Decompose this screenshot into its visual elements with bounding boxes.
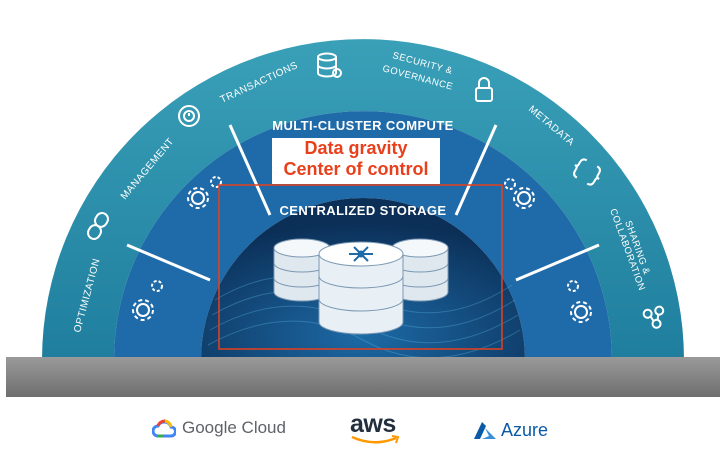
link-icon bbox=[87, 212, 109, 240]
callout-box: Data gravity Center of control bbox=[272, 138, 440, 184]
middle-ring-title: MULTI-CLUSTER COMPUTE bbox=[272, 118, 453, 133]
metadata-braces-icon bbox=[573, 158, 601, 186]
middle-ring-separators bbox=[126, 124, 600, 282]
gear-icon bbox=[567, 280, 592, 323]
highlight-frame bbox=[218, 184, 503, 350]
storage-title: CENTRALIZED STORAGE bbox=[280, 203, 447, 218]
cloud-provider-logos: Google Cloud aws Azure bbox=[0, 408, 726, 458]
azure-icon bbox=[474, 421, 496, 439]
google-cloud-icon bbox=[152, 419, 176, 438]
snowflake-icon bbox=[349, 246, 373, 262]
aws-label: aws bbox=[350, 410, 396, 438]
sharing-nodes-icon bbox=[642, 305, 665, 329]
base-platform bbox=[6, 357, 720, 397]
outer-ring bbox=[42, 39, 684, 361]
snowflake-database-icon bbox=[318, 241, 404, 335]
database-icon bbox=[317, 52, 342, 78]
azure-logo: Azure bbox=[474, 420, 548, 441]
aws-logo: aws bbox=[350, 410, 402, 445]
storage-cylinders bbox=[273, 238, 449, 335]
middle-ring bbox=[114, 111, 612, 360]
azure-label: Azure bbox=[501, 420, 549, 440]
callout-line-1: Data gravity bbox=[304, 138, 408, 158]
callout-line-2: Center of control bbox=[283, 159, 429, 179]
timer-gear-icon bbox=[178, 105, 200, 127]
aws-smile-icon bbox=[351, 435, 400, 444]
google-cloud-label: Google Cloud bbox=[182, 418, 286, 437]
gear-icon bbox=[187, 176, 222, 209]
google-cloud-logo: Google Cloud bbox=[152, 418, 286, 438]
outer-ring-title: CLOUD SERVICES bbox=[297, 24, 428, 40]
database-icon bbox=[391, 238, 449, 302]
gear-icon bbox=[132, 280, 163, 321]
gear-icon bbox=[504, 178, 535, 209]
lock-icon bbox=[475, 77, 493, 102]
